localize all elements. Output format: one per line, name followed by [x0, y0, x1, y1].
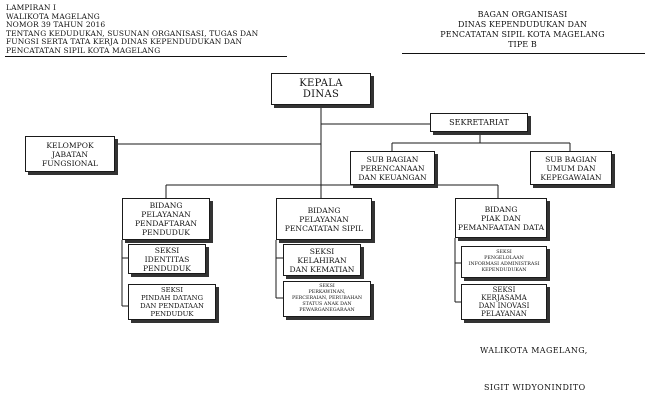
header-left-underline — [5, 56, 287, 57]
box-line: SEKSI — [492, 285, 516, 294]
box-line: SEKSI — [160, 286, 184, 294]
box-line: SEKSI — [496, 250, 512, 255]
box-bidang-piak-pemanfaatan-data: BIDANG PIAK DAN PEMANFAATAN DATA — [455, 198, 547, 238]
box-seksi-pindah-datang: SEKSI PINDAH DATANG DAN PENDATAAN PENDUD… — [128, 284, 216, 320]
box-line: DAN PENDATAAN — [140, 302, 204, 310]
box-line: PELAYANAN — [299, 214, 349, 224]
box-line: DAN INOVASI — [478, 302, 530, 310]
box-line: JABATAN — [52, 149, 88, 159]
box-line: KELAHIRAN — [297, 255, 347, 265]
box-line: PEWARGANEGARAAN — [299, 308, 355, 313]
box-line: STATUS ANAK DAN — [302, 302, 352, 307]
box-line: PENDUDUK — [142, 228, 190, 237]
box-kepala-dinas: KEPALA DINAS — [271, 73, 371, 105]
box-line: IDENTITAS — [144, 254, 190, 264]
box-line: PENDAFTARAN — [134, 219, 198, 228]
header-left-line: NOMOR 39 TAHUN 2016 — [6, 20, 106, 30]
header-left-line: TENTANG KEDUDUKAN, SUSUNAN ORGANISASI, T… — [6, 28, 259, 38]
box-line: SEKRETARIAT — [449, 118, 509, 127]
box-line: SUB BAGIAN — [366, 154, 419, 164]
box-line: PENDUDUK — [143, 263, 191, 273]
box-line: DINAS — [302, 89, 340, 100]
box-line: KEPALA — [299, 78, 343, 89]
header-left: LAMPIRAN I WALIKOTA MAGELANG NOMOR 39 TA… — [6, 3, 259, 56]
box-line: KEPEGAWAIAN — [540, 172, 602, 182]
box-line: SEKSI — [319, 284, 335, 289]
header-left-line: FUNGSI SERTA TATA KERJA DINAS KEPENDUDUK… — [6, 37, 243, 47]
box-line: INFORMASI ADMINISTRASI — [468, 262, 540, 267]
box-bidang-pendaftaran-penduduk: BIDANG PELAYANAN PENDAFTARAN PENDUDUK — [122, 198, 210, 240]
box-line: SEKSI — [309, 246, 335, 256]
header-left-line: WALIKOTA MAGELANG — [6, 11, 100, 21]
header-right-line: DINAS KEPENDUDUKAN DAN — [457, 20, 588, 29]
box-bidang-pencatatan-sipil: BIDANG PELAYANAN PENCATATAN SIPIL — [276, 198, 372, 240]
box-seksi-pengelolaan-informasi: SEKSI PENGELOLAAN INFORMASI ADMINISTRASI… — [461, 246, 547, 278]
box-line: PENDUDUK — [150, 310, 194, 318]
box-seksi-perkawinan-perceraian: SEKSI PERKAWINAN, PERCERAIAN, PERUBAHAN … — [283, 281, 371, 317]
box-line: BIDANG — [149, 201, 183, 210]
header-left-line: LAMPIRAN I — [6, 3, 57, 12]
box-subbag-umum-kepegawaian: SUB BAGIAN UMUM DAN KEPEGAWAIAN — [530, 151, 612, 185]
box-line: BIDANG — [307, 205, 341, 215]
box-seksi-kelahiran-kematian: SEKSI KELAHIRAN DAN KEMATIAN — [283, 244, 361, 276]
box-line: UMUM DAN — [546, 163, 596, 173]
header-right-line: BAGAN ORGANISASI — [477, 10, 568, 19]
box-line: PERKAWINAN, — [308, 290, 346, 295]
box-seksi-identitas-penduduk: SEKSI IDENTITAS PENDUDUK — [128, 244, 206, 274]
box-line: PERENCANAAN — [360, 163, 425, 173]
box-line: PENGELOLAAN — [484, 256, 524, 261]
box-subbag-perencanaan-keuangan: SUB BAGIAN PERENCANAAN DAN KEUANGAN — [350, 151, 435, 185]
signature-title: WALIKOTA MAGELANG, — [480, 346, 588, 355]
box-line: PEMANFAATAN DATA — [457, 222, 545, 232]
signature-name: SIGIT WIDYONINDITO — [484, 383, 586, 392]
box-line: FUNGSIONAL — [42, 158, 98, 168]
box-sekretariat: SEKRETARIAT — [430, 113, 528, 132]
box-line: PINDAH DATANG — [140, 294, 204, 302]
box-seksi-kerjasama-inovasi: SEKSI KERJASAMA DAN INOVASI PELAYANAN — [461, 284, 547, 320]
box-line: PERCERAIAN, PERUBAHAN — [291, 296, 363, 301]
box-line: PELAYANAN — [481, 310, 527, 319]
header-right-line: PENCATATAN SIPIL KOTA MAGELANG — [440, 30, 605, 39]
box-line: BIDANG — [484, 204, 518, 214]
header-left-line: PENCATATAN SIPIL KOTA MAGELANG — [6, 45, 161, 55]
header-right-line: TIPE B — [508, 40, 537, 49]
box-line: PIAK DAN — [481, 213, 521, 223]
box-line: PENCATATAN SIPIL — [284, 223, 364, 233]
box-line: DAN KEUANGAN — [358, 172, 427, 182]
box-line: SEKSI — [154, 245, 180, 255]
box-line: KERJASAMA — [481, 293, 527, 302]
box-line: KELOMPOK — [46, 140, 94, 150]
header-right: BAGAN ORGANISASI DINAS KEPENDUDUKAN DAN … — [410, 10, 635, 50]
box-line: SUB BAGIAN — [545, 154, 597, 164]
box-line: KEPENDUDUKAN — [481, 268, 527, 273]
header-right-underline — [402, 53, 645, 54]
box-kelompok-jabatan-fungsional: KELOMPOK JABATAN FUNGSIONAL — [25, 136, 115, 172]
box-line: PELAYANAN — [141, 210, 191, 219]
box-line: DAN KEMATIAN — [289, 264, 355, 274]
